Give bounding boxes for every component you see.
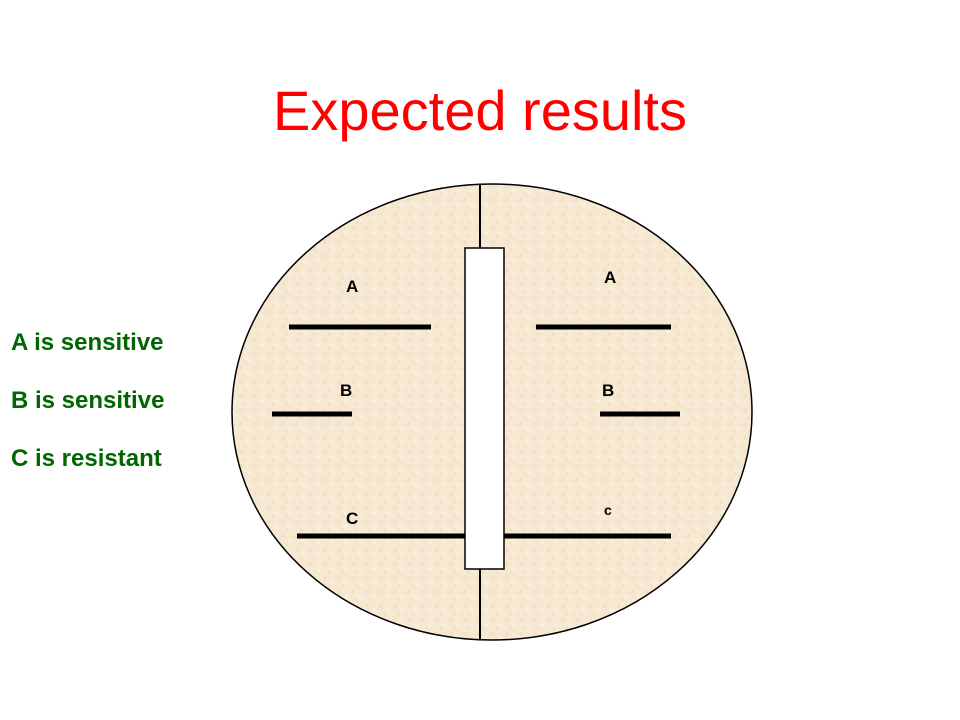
label-left-a: A <box>346 277 358 296</box>
legend-item-b: B is sensitive <box>11 387 165 414</box>
label-left-c: C <box>346 509 358 528</box>
label-right-a: A <box>604 268 616 287</box>
label-right-b: B <box>602 381 614 400</box>
legend-item-a: A is sensitive <box>11 329 164 356</box>
label-right-c: c <box>604 502 612 518</box>
slide-title: Expected results <box>273 79 687 142</box>
antibiotic-strip <box>464 247 505 570</box>
legend-item-c: C is resistant <box>11 445 162 472</box>
label-left-b: B <box>340 381 352 400</box>
